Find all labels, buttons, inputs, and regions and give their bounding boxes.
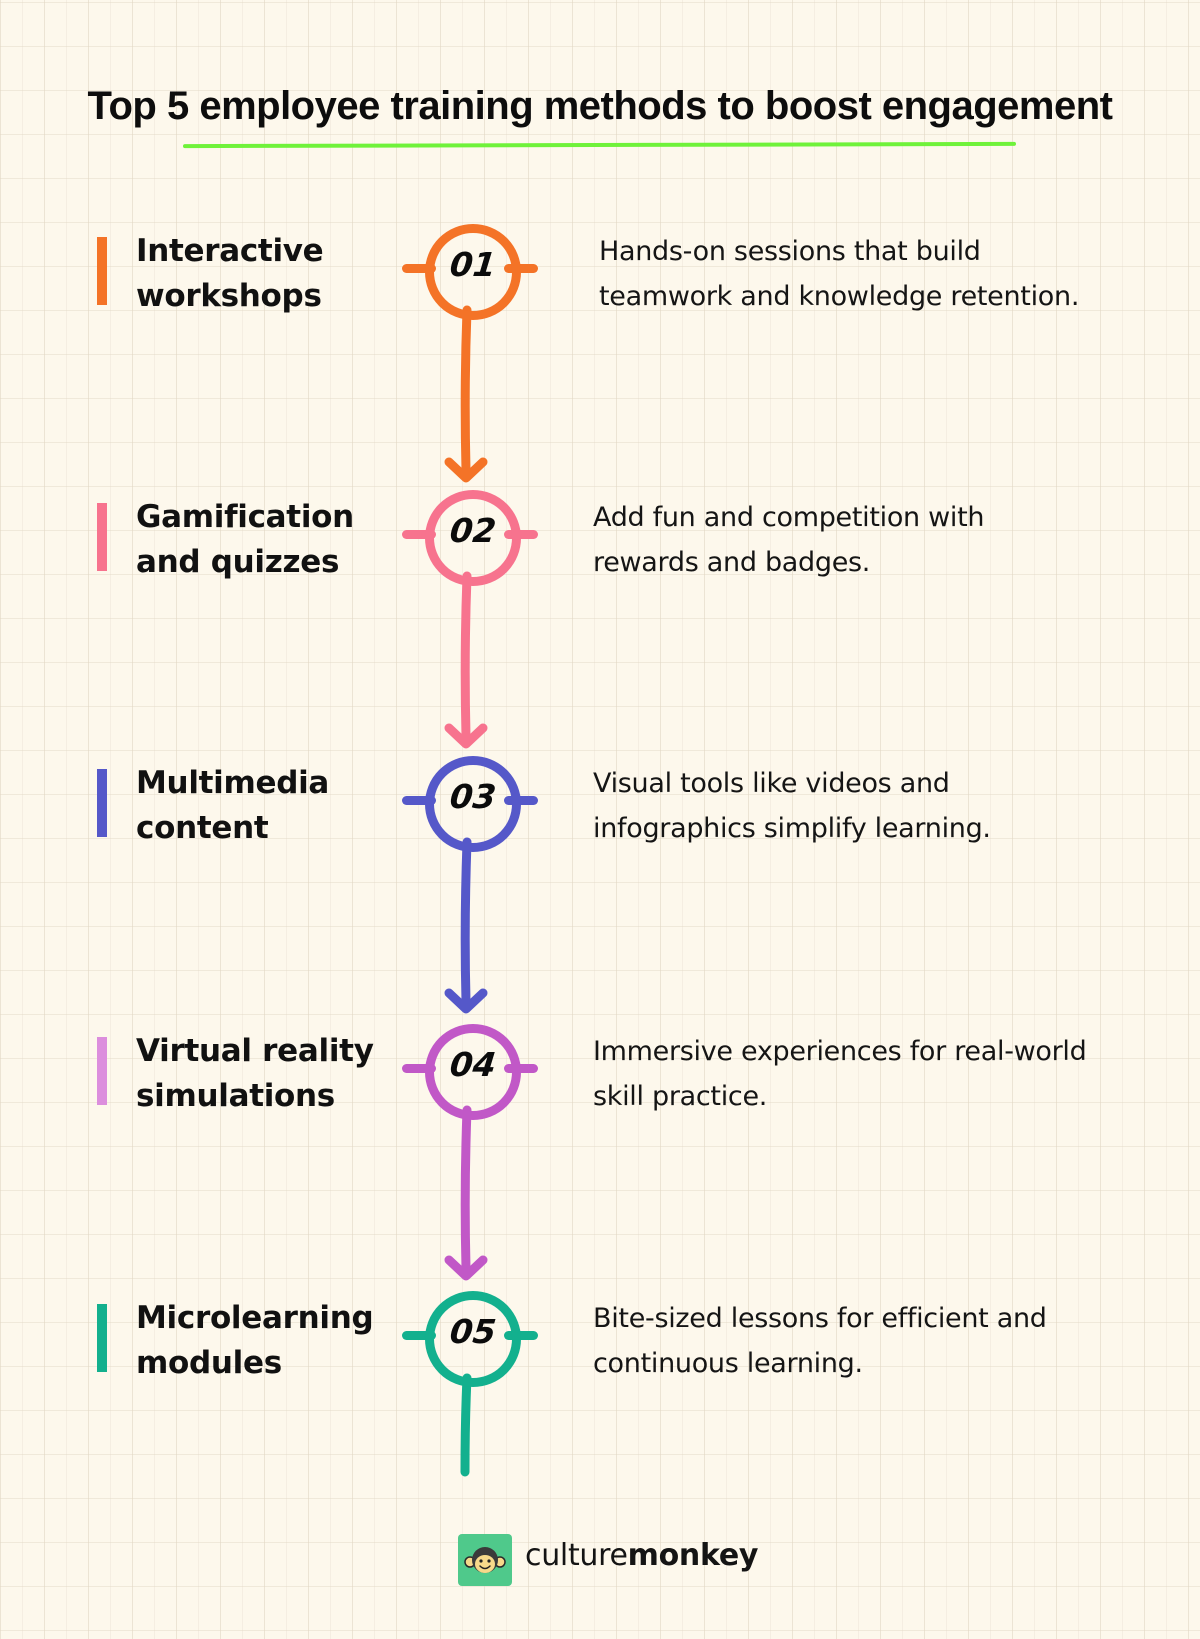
step-description: Visual tools like videos and infographic… bbox=[593, 761, 991, 851]
step-desc-line2: continuous learning. bbox=[593, 1348, 863, 1379]
node-tick-right bbox=[504, 530, 538, 539]
step-accent-bar bbox=[97, 237, 107, 305]
connector-2-3 bbox=[460, 571, 472, 741]
step-desc-line1: Immersive experiences for real-world bbox=[593, 1036, 1087, 1067]
brand-wordmark: culturemonkey bbox=[525, 1538, 758, 1573]
step-number-node: 05 bbox=[400, 1286, 540, 1387]
arrow-head-3 bbox=[444, 723, 488, 749]
connector-3-4 bbox=[460, 837, 472, 1006]
step-desc-line1: Add fun and competition with bbox=[593, 502, 985, 533]
step-number-node: 03 bbox=[400, 751, 540, 852]
node-tick-left bbox=[402, 264, 436, 273]
step-label: Gamification and quizzes bbox=[136, 495, 354, 585]
step-4: Virtual reality simulations 04 Immersive… bbox=[0, 1024, 1200, 1145]
node-ring bbox=[425, 490, 521, 586]
step-number-node: 02 bbox=[400, 485, 540, 586]
step-label-line2: modules bbox=[136, 1345, 282, 1381]
step-label: Interactive workshops bbox=[136, 229, 324, 319]
step-description: Bite-sized lessons for efficient and con… bbox=[593, 1296, 1047, 1386]
step-number: 04 bbox=[447, 1045, 499, 1084]
step-description: Hands-on sessions that build teamwork an… bbox=[599, 229, 1079, 319]
node-tick-left bbox=[402, 530, 436, 539]
step-desc-line2: infographics simplify learning. bbox=[593, 813, 991, 844]
step-desc-line1: Hands-on sessions that build bbox=[599, 236, 981, 267]
step-number: 03 bbox=[447, 777, 499, 816]
step-label-line2: workshops bbox=[136, 278, 322, 314]
step-desc-line2: skill practice. bbox=[593, 1081, 768, 1112]
step-desc-line1: Bite-sized lessons for efficient and bbox=[593, 1303, 1047, 1334]
step-label-line1: Virtual reality bbox=[136, 1033, 374, 1069]
step-accent-bar bbox=[97, 1304, 107, 1372]
connector-4-5 bbox=[460, 1105, 472, 1273]
node-tick-left bbox=[402, 1331, 436, 1340]
step-number-node: 01 bbox=[400, 219, 540, 320]
step-accent-bar bbox=[97, 1037, 107, 1105]
step-label: Multimedia content bbox=[136, 761, 329, 851]
brand-name-light: culture bbox=[525, 1538, 628, 1573]
step-label: Microlearning modules bbox=[136, 1296, 374, 1386]
step-description: Add fun and competition with rewards and… bbox=[593, 495, 985, 585]
page-title: Top 5 employee training methods to boost… bbox=[87, 84, 1113, 128]
arrow-head-5 bbox=[444, 1255, 488, 1281]
node-tick-left bbox=[402, 1064, 436, 1073]
node-tick-right bbox=[504, 264, 538, 273]
step-description: Immersive experiences for real-world ski… bbox=[593, 1029, 1087, 1119]
step-5: Microlearning modules 05 Bite-sized less… bbox=[0, 1291, 1200, 1412]
node-tick-left bbox=[402, 796, 436, 805]
node-ring bbox=[425, 1291, 521, 1387]
connector-1-2 bbox=[460, 305, 472, 475]
step-number: 01 bbox=[447, 245, 499, 284]
step-accent-bar bbox=[97, 769, 107, 837]
step-3: Multimedia content 03 Visual tools like … bbox=[0, 756, 1200, 877]
node-tick-right bbox=[504, 1331, 538, 1340]
step-label-line2: simulations bbox=[136, 1078, 335, 1114]
step-desc-line2: teamwork and knowledge retention. bbox=[599, 281, 1080, 312]
step-number: 05 bbox=[447, 1312, 499, 1351]
step-1: Interactive workshops 01 Hands-on sessio… bbox=[0, 224, 1200, 345]
arrow-head-2 bbox=[444, 457, 488, 483]
step-accent-bar bbox=[97, 503, 107, 571]
brand-logo bbox=[458, 1534, 512, 1586]
step-number: 02 bbox=[447, 511, 499, 550]
step-label-line1: Multimedia bbox=[136, 765, 330, 801]
step-label-line1: Microlearning bbox=[136, 1300, 374, 1336]
step-number-node: 04 bbox=[400, 1019, 540, 1120]
step-desc-line2: rewards and badges. bbox=[593, 547, 871, 578]
step-label-line1: Interactive bbox=[136, 233, 324, 269]
node-tick-right bbox=[504, 1064, 538, 1073]
step-2: Gamification and quizzes 02 Add fun and … bbox=[0, 490, 1200, 611]
arrow-head-4 bbox=[444, 988, 488, 1014]
step-label-line2: content bbox=[136, 810, 269, 846]
monkey-face-icon bbox=[464, 1547, 506, 1573]
node-ring bbox=[425, 756, 521, 852]
step-label: Virtual reality simulations bbox=[136, 1029, 374, 1119]
node-ring bbox=[425, 224, 521, 320]
node-tick-right bbox=[504, 796, 538, 805]
step-desc-line1: Visual tools like videos and bbox=[593, 768, 950, 799]
step-label-line2: and quizzes bbox=[136, 544, 340, 580]
node-ring bbox=[425, 1024, 521, 1120]
brand-name-bold: monkey bbox=[627, 1538, 759, 1573]
step-label-line1: Gamification bbox=[136, 499, 354, 535]
